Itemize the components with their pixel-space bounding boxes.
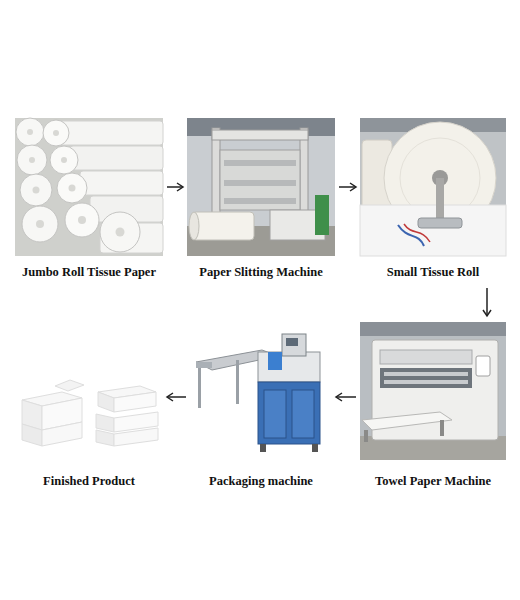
photo-shape <box>69 185 76 192</box>
photo-shape <box>360 322 506 460</box>
photo-shape <box>282 334 306 356</box>
photo-shape <box>360 322 506 336</box>
photo-shape <box>436 178 444 223</box>
photo-shape <box>440 420 444 436</box>
photo-shape <box>57 173 87 203</box>
photo-shape <box>29 157 35 163</box>
photo-shape <box>362 412 452 430</box>
process-step: Finished Product <box>15 322 163 491</box>
photo-shape <box>224 160 296 166</box>
photo-shape <box>192 212 254 240</box>
photo-shape <box>258 382 320 444</box>
step-caption: Finished Product <box>15 473 163 489</box>
photo-shape <box>15 118 163 256</box>
photo-shape <box>315 195 329 235</box>
photo-shape <box>312 444 318 452</box>
photo-shape <box>114 428 158 446</box>
photo-shape <box>116 228 125 237</box>
photo-shape <box>114 392 156 412</box>
photo-shape <box>96 430 114 446</box>
photo-shape <box>80 171 163 195</box>
finished-product-photo <box>15 322 163 460</box>
photo-shape <box>196 362 212 368</box>
step-caption: Packaging machine <box>190 473 332 489</box>
flow-arrow <box>167 186 183 188</box>
photo-shape <box>292 390 314 438</box>
photo-shape <box>55 380 84 391</box>
photo-shape <box>189 212 199 240</box>
photo-shape <box>404 224 430 242</box>
photo-shape <box>260 444 266 452</box>
photo-shape <box>20 174 52 206</box>
photo-shape <box>286 338 298 346</box>
photo-shape <box>198 368 201 408</box>
process-step: Small Tissue Roll <box>360 118 506 282</box>
photo-shape <box>22 206 58 242</box>
photo-shape <box>53 130 59 136</box>
photo-shape <box>268 352 282 370</box>
photo-shape <box>42 422 82 446</box>
photo-shape <box>36 220 44 228</box>
photo-shape <box>78 216 86 224</box>
small-tissue-roll-photo <box>360 118 506 256</box>
photo-shape <box>27 129 33 135</box>
photo-shape <box>384 372 468 376</box>
photo-shape <box>380 350 472 364</box>
photo-shape <box>264 390 286 438</box>
photo-shape <box>100 212 140 252</box>
step-caption: Jumbo Roll Tissue Paper <box>15 264 163 280</box>
packaging-machine-photo <box>190 322 332 460</box>
photo-shape <box>224 198 296 204</box>
flow-arrow <box>336 396 356 398</box>
photo-shape <box>187 118 335 256</box>
step-caption: Small Tissue Roll <box>360 264 506 280</box>
photo-shape <box>398 225 424 246</box>
process-step: Paper Slitting Machine <box>187 118 335 282</box>
photo-shape <box>418 218 462 228</box>
process-step: Packaging machine <box>190 322 332 491</box>
jumbo-roll-photo <box>15 118 163 256</box>
photo-shape <box>22 424 42 446</box>
photo-shape <box>220 150 300 210</box>
photo-shape <box>70 146 163 170</box>
step-caption: Paper Slitting Machine <box>187 264 335 280</box>
photo-shape <box>360 118 506 256</box>
photo-shape <box>61 157 67 163</box>
photo-shape <box>380 368 472 388</box>
photo-shape <box>17 145 47 175</box>
photo-shape <box>15 322 163 460</box>
photo-shape <box>224 180 296 186</box>
photo-shape <box>16 118 44 146</box>
step-caption: Towel Paper Machine <box>360 473 506 489</box>
photo-shape <box>364 430 368 442</box>
towel-machine-photo <box>360 322 506 460</box>
photo-shape <box>190 322 332 460</box>
slitting-machine-photo <box>187 118 335 256</box>
photo-shape <box>33 187 40 194</box>
photo-shape <box>98 392 114 412</box>
photo-shape <box>43 120 69 146</box>
photo-shape <box>96 414 114 432</box>
photo-shape <box>60 121 163 145</box>
flow-arrow <box>167 396 186 398</box>
photo-shape <box>236 360 239 404</box>
flow-arrow <box>339 186 356 188</box>
photo-shape <box>65 203 99 237</box>
photo-shape <box>212 130 308 140</box>
photo-shape <box>384 380 468 384</box>
photo-shape <box>476 356 490 376</box>
process-step: Jumbo Roll Tissue Paper <box>15 118 163 282</box>
photo-shape <box>360 205 506 256</box>
flow-arrow <box>486 288 488 316</box>
process-step: Towel Paper Machine <box>360 322 506 491</box>
photo-shape <box>50 146 78 174</box>
